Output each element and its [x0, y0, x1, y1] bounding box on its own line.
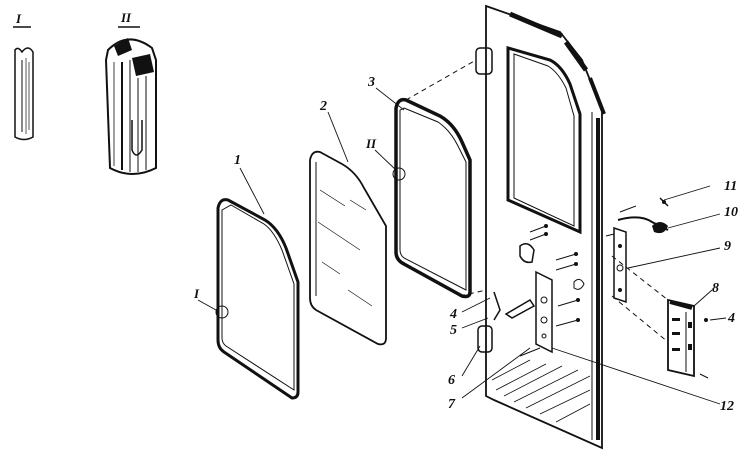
callout-12: 12 — [720, 399, 734, 414]
detail-II-marker — [392, 167, 406, 181]
handle-spring — [493, 291, 501, 321]
callout-8: 8 — [712, 281, 719, 296]
knob — [519, 243, 535, 264]
detail-I-marker — [215, 305, 229, 319]
detail-II-seal-section — [104, 26, 157, 175]
detail-I-seal-profile — [13, 26, 34, 141]
callout-3: 3 — [367, 75, 375, 90]
callout-5: 5 — [450, 323, 457, 338]
part-11-screw — [659, 197, 669, 207]
callout-9: 9 — [724, 239, 731, 254]
upper-hinge — [475, 47, 493, 75]
callout-11: 11 — [724, 179, 737, 194]
callout-1: 1 — [234, 153, 241, 168]
part-3-inner-seal — [394, 97, 472, 299]
part-1-outer-seal — [216, 198, 300, 400]
part-9-outer-lock-bar — [605, 205, 637, 304]
callout-2: 2 — [319, 99, 327, 114]
callout-I: I — [193, 286, 200, 301]
callout-4-left: 4 — [449, 307, 457, 322]
lower-hinge — [477, 325, 493, 353]
part-8-lock-box — [667, 298, 709, 379]
inner-handle — [504, 298, 536, 319]
part-10-outer-handle — [617, 216, 669, 234]
callout-II: II — [365, 136, 377, 151]
callout-7: 7 — [448, 397, 456, 412]
detail-II-label: II — [120, 10, 132, 25]
inner-lock-plate — [493, 224, 585, 357]
callout-10: 10 — [724, 205, 738, 220]
callout-4-right: 4 — [727, 311, 735, 326]
callout-6: 6 — [448, 373, 455, 388]
detail-I-label: I — [15, 11, 22, 26]
door-panel — [475, 4, 606, 450]
part-2-glass-pane — [309, 150, 387, 346]
